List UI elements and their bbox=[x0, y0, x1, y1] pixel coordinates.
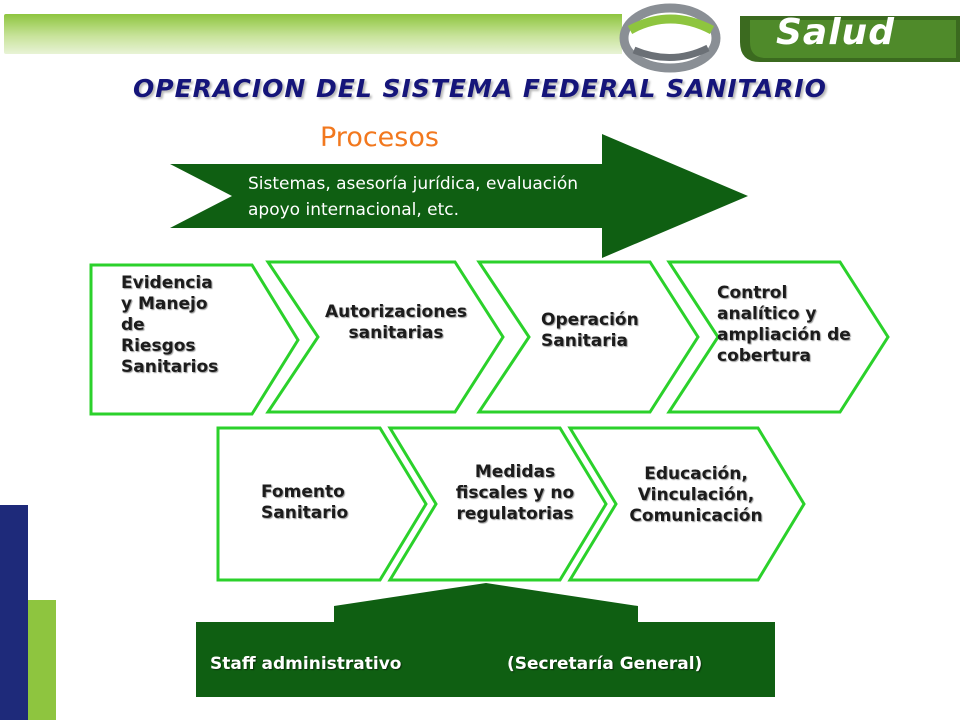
top-arrow-text: Sistemas, asesoría jurídica, evaluación … bbox=[248, 174, 579, 220]
process-chevron-control bbox=[666, 260, 890, 414]
logo-text: Salud bbox=[776, 12, 895, 53]
process-chevron-operacion bbox=[476, 260, 700, 414]
process-chevron-medidas bbox=[387, 426, 608, 582]
top-support-arrow bbox=[170, 134, 748, 258]
process-label-control: Control analítico y ampliación de cobert… bbox=[717, 283, 851, 366]
process-chevron-educacion bbox=[567, 426, 806, 582]
bottom-support-arrow bbox=[196, 583, 775, 697]
header-gradient-bar bbox=[4, 14, 622, 54]
staff-label: Staff administrativo bbox=[210, 654, 402, 674]
process-box-fomento bbox=[216, 426, 428, 582]
section-subtitle: Procesos bbox=[320, 122, 439, 153]
side-accent-green bbox=[28, 600, 56, 720]
salud-logo-icon bbox=[619, 3, 960, 73]
process-label-educacion: Educación, Vinculación, Comunicación bbox=[629, 464, 763, 526]
secretaria-label: (Secretaría General) bbox=[507, 654, 703, 674]
page-title: OPERACION DEL SISTEMA FEDERAL SANITARIO bbox=[133, 74, 827, 103]
process-label-fomento: Fomento Sanitario bbox=[261, 482, 349, 523]
side-accent-navy bbox=[0, 505, 28, 720]
process-label-autorizaciones: Autorizaciones sanitarias bbox=[325, 302, 467, 343]
process-label-evidencia: Evidencia y Manejo de Riesgos Sanitarios bbox=[121, 273, 219, 377]
process-label-operacion: Operación Sanitaria bbox=[541, 310, 639, 351]
process-box-evidencia bbox=[89, 263, 300, 416]
process-label-medidas: Medidas fiscales y no regulatorias bbox=[455, 462, 575, 524]
process-chevron-autorizaciones bbox=[265, 260, 505, 414]
